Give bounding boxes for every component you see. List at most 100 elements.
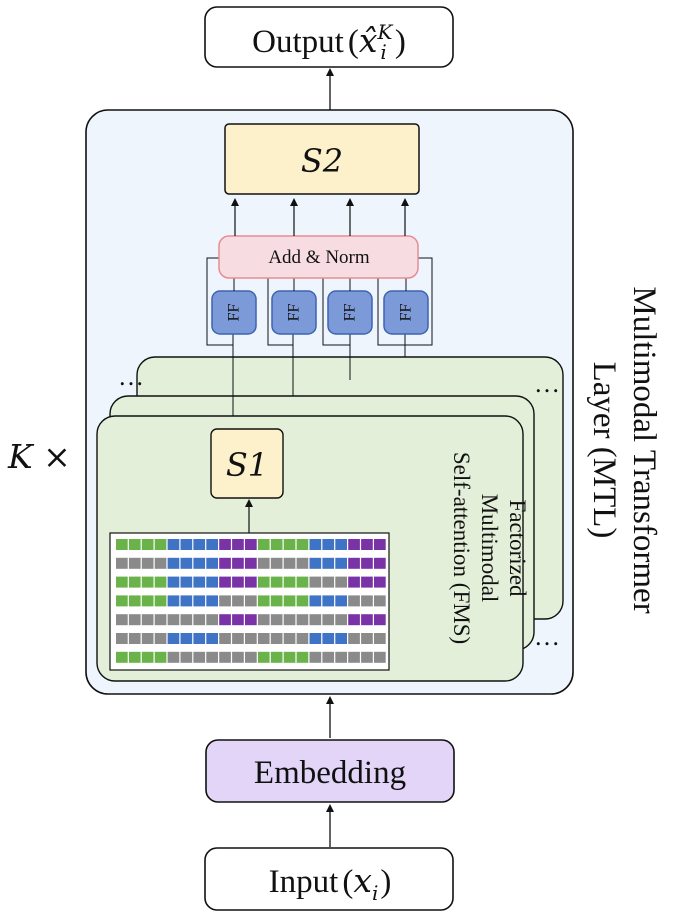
matrix-cell bbox=[219, 633, 231, 644]
matrix-cell bbox=[335, 633, 347, 644]
matrix-cell bbox=[296, 651, 309, 663]
s1-label: S1 bbox=[226, 446, 268, 484]
matrix-cell bbox=[180, 614, 193, 626]
matrix-cell bbox=[206, 576, 218, 588]
ff-label-2: FF bbox=[286, 304, 303, 322]
matrix-cell bbox=[193, 651, 206, 663]
matrix-cell bbox=[309, 633, 322, 644]
matrix-cell bbox=[206, 614, 218, 626]
matrix-cell bbox=[296, 576, 309, 588]
matrix-cell bbox=[361, 651, 373, 663]
residual-5 bbox=[405, 257, 433, 346]
matrix-cell bbox=[245, 595, 257, 607]
matrix-cell bbox=[257, 651, 270, 663]
matrix-cell bbox=[309, 557, 322, 569]
matrix-cell bbox=[309, 651, 322, 663]
matrix-cell bbox=[348, 651, 360, 663]
matrix-cell bbox=[167, 651, 180, 663]
matrix-cell bbox=[335, 557, 347, 569]
matrix-cell bbox=[245, 557, 257, 569]
matrix-cell bbox=[283, 614, 296, 626]
matrix-cell bbox=[361, 539, 373, 550]
matrix-cell bbox=[309, 539, 322, 550]
residual-connections bbox=[206, 257, 433, 346]
fms-label: Factorized Multimodal Self-attention (FM… bbox=[449, 452, 530, 644]
matrix-cell bbox=[141, 651, 154, 663]
matrix-cell bbox=[154, 651, 167, 663]
matrix-cell bbox=[128, 576, 141, 588]
repeat-label: K × bbox=[7, 437, 71, 476]
matrix-cell bbox=[348, 633, 360, 644]
matrix-cell bbox=[206, 633, 218, 644]
matrix-cell bbox=[270, 633, 283, 644]
matrix-cell bbox=[296, 595, 309, 607]
matrix-cell bbox=[245, 539, 257, 550]
matrix-cell bbox=[141, 595, 154, 607]
matrix-cell bbox=[335, 539, 347, 550]
ff-label-4: FF bbox=[398, 304, 415, 322]
matrix-cell bbox=[374, 557, 386, 569]
input-node: Input(xi) bbox=[204, 847, 454, 911]
matrix-cell bbox=[141, 539, 154, 550]
matrix-cell bbox=[361, 595, 373, 607]
matrix-cell bbox=[116, 633, 128, 644]
matrix-cell bbox=[348, 557, 360, 569]
matrix-cell bbox=[116, 595, 128, 607]
matrix-cell bbox=[283, 651, 296, 663]
ff-block-1: FF bbox=[211, 290, 257, 335]
residual-1 bbox=[206, 257, 233, 346]
matrix-cell bbox=[257, 539, 270, 550]
matrix-cell bbox=[322, 614, 335, 626]
matrix-cell bbox=[232, 651, 244, 663]
matrix-cell bbox=[141, 633, 154, 644]
matrix-cell bbox=[206, 557, 218, 569]
matrix-cell bbox=[180, 651, 193, 663]
mtl-title-line1: Multimodal Transformer bbox=[626, 286, 662, 613]
matrix-cell bbox=[245, 614, 257, 626]
matrix-cell bbox=[257, 557, 270, 569]
matrix-cell bbox=[270, 576, 283, 588]
fms-label-line1: Factorized bbox=[505, 499, 530, 597]
matrix-cell bbox=[232, 576, 244, 588]
residual-2 bbox=[267, 258, 293, 346]
matrix-cell bbox=[374, 614, 386, 626]
matrix-cell bbox=[322, 557, 335, 569]
matrix-cell bbox=[141, 576, 154, 588]
matrix-cell bbox=[180, 633, 193, 644]
matrix-cell bbox=[154, 614, 167, 626]
matrix-cell bbox=[283, 576, 296, 588]
matrix-cell bbox=[116, 614, 128, 626]
matrix-cell bbox=[374, 595, 386, 607]
matrix-cell bbox=[167, 539, 180, 550]
matrix-cell bbox=[361, 576, 373, 588]
matrix-cell bbox=[167, 557, 180, 569]
matrix-cell bbox=[270, 595, 283, 607]
matrix-cell bbox=[116, 557, 128, 569]
matrix-cell bbox=[128, 595, 141, 607]
matrix-cell bbox=[154, 633, 167, 644]
matrix-cell bbox=[348, 576, 360, 588]
matrix-cell bbox=[193, 614, 206, 626]
matrix-cell bbox=[128, 557, 141, 569]
matrix-cell bbox=[180, 557, 193, 569]
matrix-cell bbox=[167, 576, 180, 588]
matrix-cell bbox=[116, 651, 128, 663]
matrix-cell bbox=[193, 539, 206, 550]
matrix-cell bbox=[283, 539, 296, 550]
matrix-cell bbox=[193, 633, 206, 644]
residual-4 bbox=[377, 258, 405, 346]
fms-label-line2: Multimodal bbox=[477, 494, 502, 603]
matrix-cell bbox=[232, 614, 244, 626]
mtl-title-line2: Layer (MTL) bbox=[586, 362, 622, 539]
input-label: Input(xi) bbox=[269, 861, 392, 905]
input-box bbox=[204, 847, 454, 911]
fms-label-line3: Self-attention (FMS) bbox=[449, 452, 474, 644]
matrix-cell bbox=[309, 576, 322, 588]
matrix-cell bbox=[141, 557, 154, 569]
matrix-cell bbox=[232, 557, 244, 569]
matrix-cell bbox=[193, 576, 206, 588]
matrix-cell bbox=[154, 576, 167, 588]
embedding-box bbox=[205, 739, 455, 803]
